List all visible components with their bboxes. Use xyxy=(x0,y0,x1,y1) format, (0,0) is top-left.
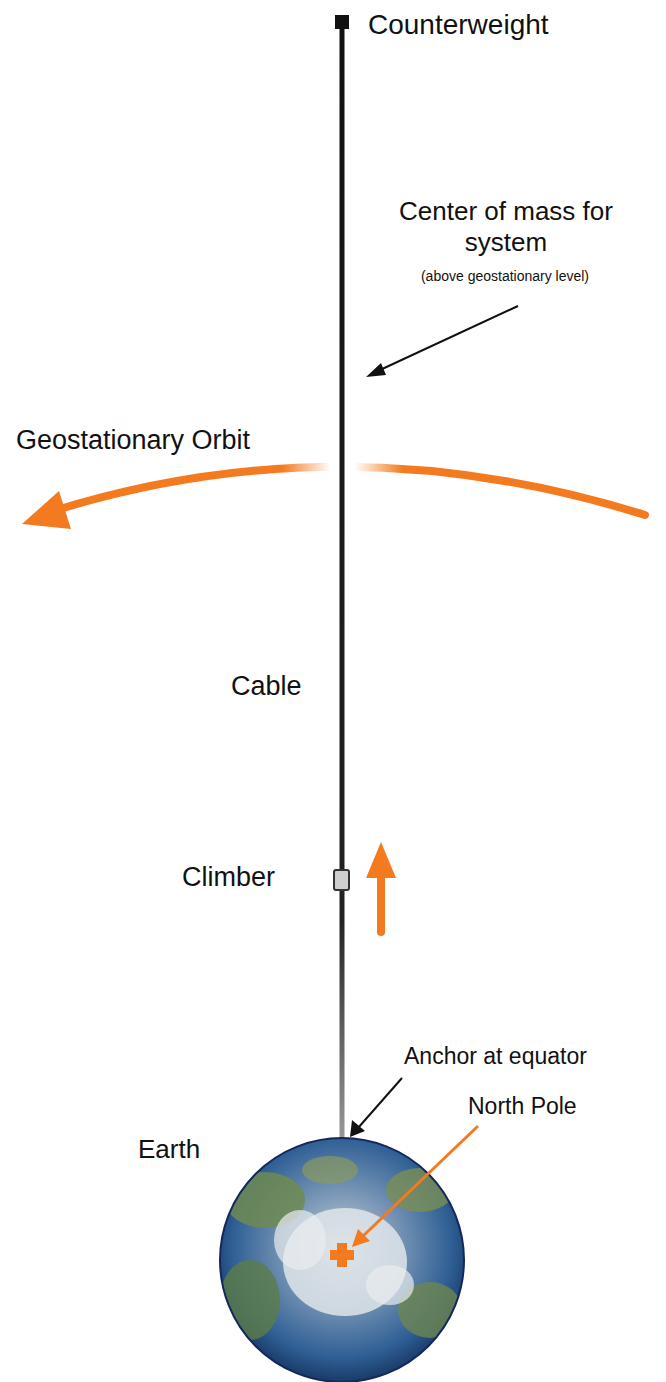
climb-arrow xyxy=(377,872,385,932)
cable-line xyxy=(340,22,345,1142)
leader-line xyxy=(362,1126,478,1237)
center-of-mass-label: Center of mass for system xyxy=(388,196,624,258)
climb-arrowhead xyxy=(366,842,396,878)
anchor-label: Anchor at equator xyxy=(404,1043,654,1071)
cable-label: Cable xyxy=(231,670,331,702)
counterweight-block xyxy=(335,15,349,29)
orbit-arrowhead xyxy=(22,491,71,529)
leader-arrowhead xyxy=(350,1120,365,1137)
climber-label: Climber xyxy=(182,861,322,893)
orbit-arc xyxy=(50,467,645,515)
leader-line xyxy=(380,306,518,370)
counterweight-label: Counterweight xyxy=(368,8,658,42)
north-pole-label: North Pole xyxy=(468,1093,648,1121)
earth-label: Earth xyxy=(138,1134,238,1165)
leader-line xyxy=(358,1078,402,1128)
leader-arrowhead xyxy=(352,1229,370,1247)
pole-marker xyxy=(330,1243,354,1267)
orbit-label: Geostationary Orbit xyxy=(16,424,316,456)
climber-box xyxy=(334,870,349,890)
leader-arrowhead xyxy=(366,363,386,377)
center-of-mass-note: (above geostationary level) xyxy=(395,268,615,285)
